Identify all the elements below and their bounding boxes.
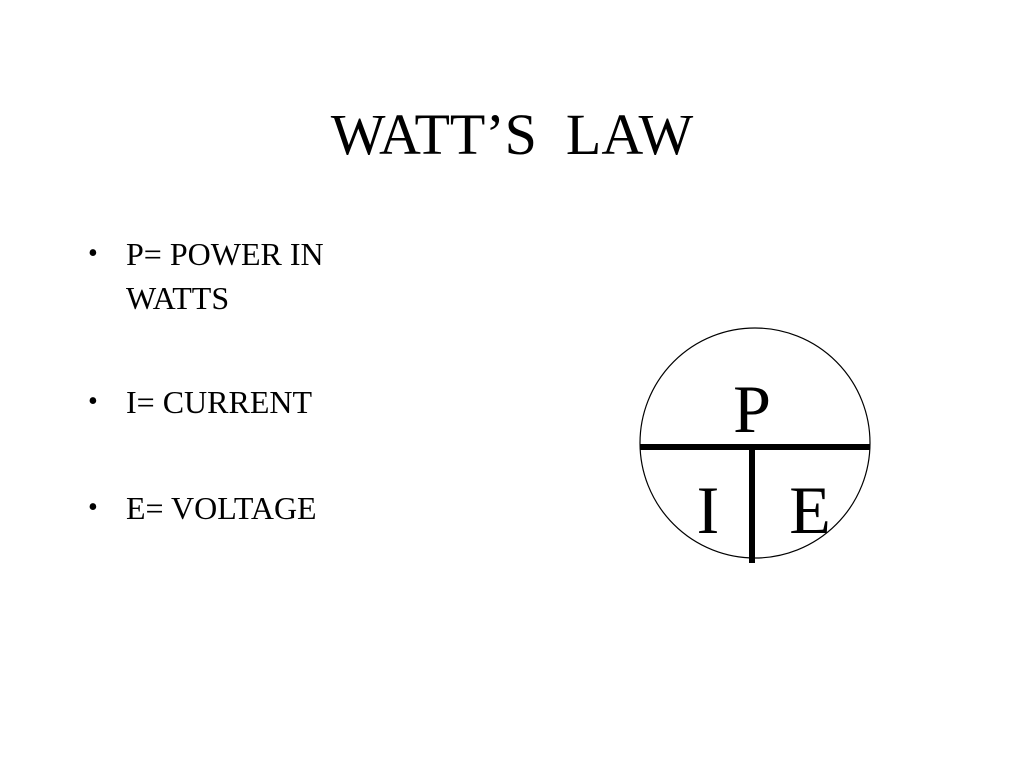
watts-law-circle-diagram: P I E — [630, 314, 880, 574]
diagram-label-current: I — [697, 472, 720, 548]
bullet-list: P= POWER IN WATTS I= CURRENT E= VOLTAGE — [80, 232, 410, 590]
diagram-label-power: P — [733, 371, 771, 447]
bullet-voltage: E= VOLTAGE — [80, 486, 410, 530]
diagram-label-voltage: E — [789, 472, 831, 548]
slide-title: WATT’S LAW — [330, 102, 694, 167]
watts-law-circle-svg: P I E — [639, 327, 871, 563]
bullet-current: I= CURRENT — [80, 380, 410, 424]
bullet-power: P= POWER IN WATTS — [80, 232, 410, 320]
